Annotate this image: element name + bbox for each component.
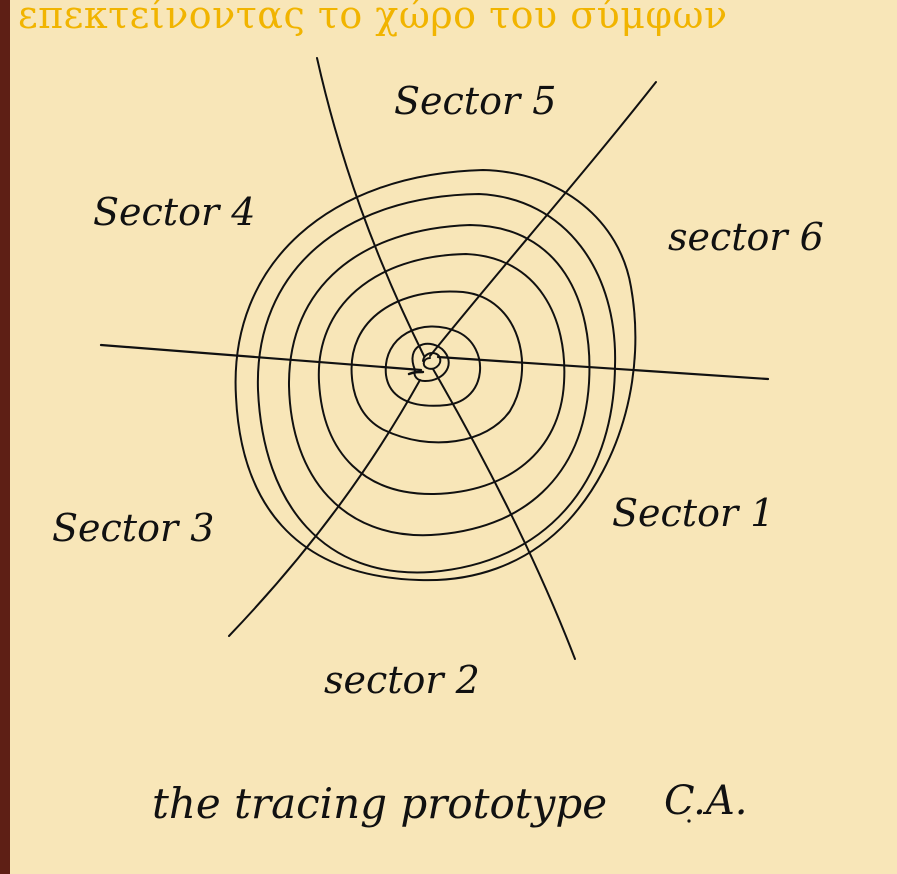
radial-line-right [438, 357, 768, 379]
ring-4 [319, 254, 565, 494]
sector-6-label: sector 6 [668, 215, 824, 259]
initials-text: C.A. [664, 778, 748, 824]
radial-line-upper-right [430, 82, 656, 356]
ring-6 [258, 194, 615, 572]
sector-3-label: Sector 3 [52, 506, 214, 550]
ring-2 [386, 326, 480, 405]
sector-1-label: Sector 1 [612, 491, 774, 535]
ring-1 [412, 344, 448, 381]
sector-2-label: sector 2 [324, 658, 480, 702]
caption-text: the tracing prototype [152, 779, 607, 828]
sector-4-label: Sector 4 [93, 190, 255, 234]
sector-5-label: Sector 5 [394, 79, 556, 123]
radial-line-lower-right [433, 369, 575, 659]
center-tick [409, 372, 423, 374]
